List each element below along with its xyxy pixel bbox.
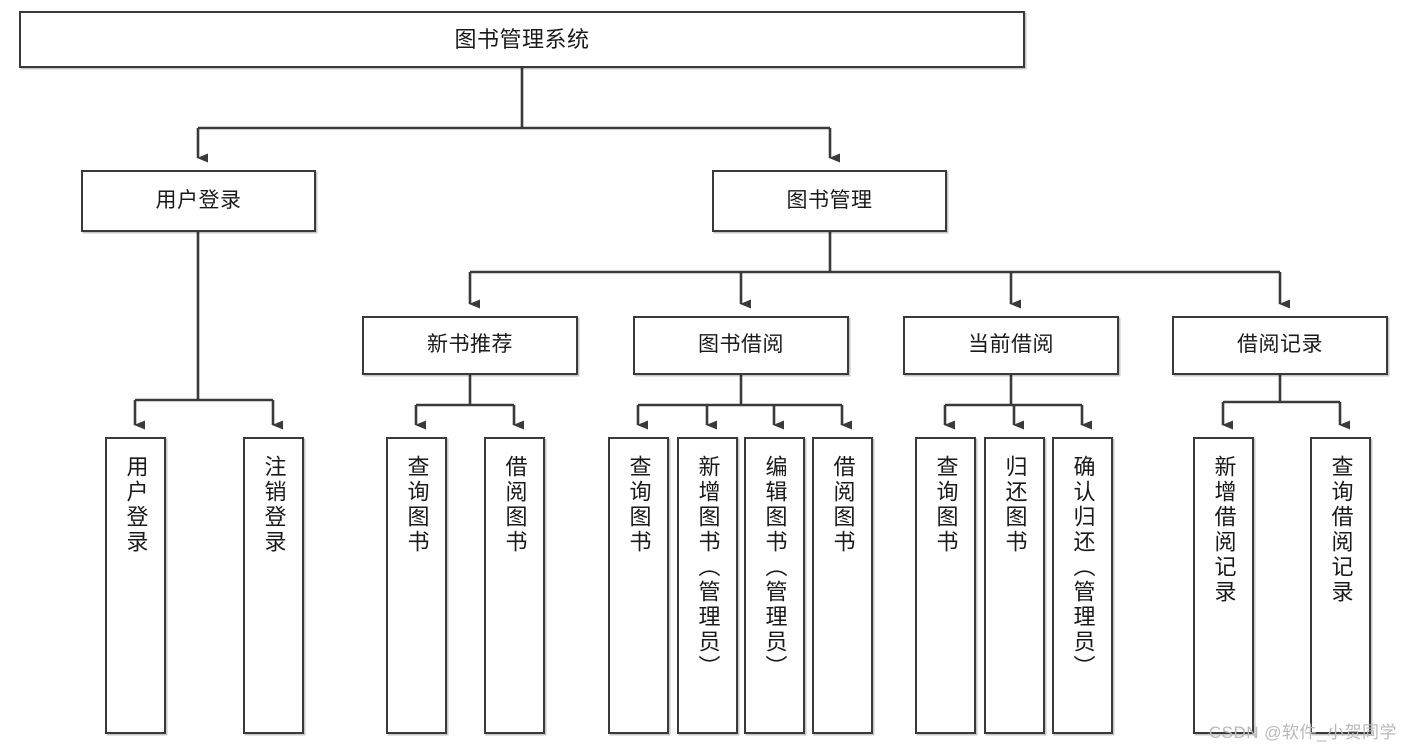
node-leaf-query-book-3-label: 查询图书	[933, 455, 959, 555]
node-leaf-logout[interactable]: 注销登录	[243, 437, 304, 734]
node-current-borrow-label: 当前借阅	[968, 333, 1054, 357]
node-new-book-rec[interactable]: 新书推荐	[362, 316, 578, 375]
node-leaf-add-book-label: 新增图书（管理员）	[695, 455, 721, 680]
node-user-login[interactable]: 用户登录	[81, 170, 316, 232]
node-book-manage[interactable]: 图书管理	[712, 170, 947, 232]
node-leaf-query-book-1[interactable]: 查询图书	[386, 437, 447, 734]
node-leaf-query-book-2[interactable]: 查询图书	[608, 437, 669, 734]
node-leaf-user-login[interactable]: 用户登录	[105, 437, 166, 734]
node-leaf-borrow-book-2[interactable]: 借阅图书	[812, 437, 873, 734]
node-leaf-logout-label: 注销登录	[261, 455, 287, 555]
node-leaf-borrow-book-1[interactable]: 借阅图书	[484, 437, 545, 734]
node-leaf-edit-book[interactable]: 编辑图书（管理员）	[744, 437, 805, 734]
node-leaf-edit-book-label: 编辑图书（管理员）	[762, 455, 788, 680]
node-leaf-borrow-book-1-label: 借阅图书	[502, 455, 528, 555]
node-leaf-query-book-1-label: 查询图书	[404, 455, 430, 555]
node-book-borrow-label: 图书借阅	[698, 333, 784, 357]
node-borrow-record[interactable]: 借阅记录	[1172, 316, 1388, 375]
node-root[interactable]: 图书管理系统	[19, 11, 1025, 68]
node-leaf-query-record-label: 查询借阅记录	[1328, 455, 1354, 605]
node-leaf-add-record-label: 新增借阅记录	[1211, 455, 1237, 605]
node-book-manage-label: 图书管理	[786, 188, 873, 212]
node-new-book-rec-label: 新书推荐	[427, 333, 513, 357]
node-leaf-user-login-label: 用户登录	[123, 455, 149, 555]
node-current-borrow[interactable]: 当前借阅	[903, 316, 1119, 375]
node-leaf-return-book-label: 归还图书	[1002, 455, 1028, 555]
node-leaf-confirm-return[interactable]: 确认归还（管理员）	[1052, 437, 1113, 734]
node-leaf-return-book[interactable]: 归还图书	[984, 437, 1045, 734]
node-borrow-record-label: 借阅记录	[1237, 333, 1323, 357]
node-book-borrow[interactable]: 图书借阅	[633, 316, 849, 375]
node-user-login-label: 用户登录	[155, 188, 242, 212]
node-leaf-borrow-book-2-label: 借阅图书	[830, 455, 856, 555]
node-leaf-query-book-2-label: 查询图书	[626, 455, 652, 555]
node-leaf-add-book[interactable]: 新增图书（管理员）	[677, 437, 738, 734]
node-root-label: 图书管理系统	[454, 26, 590, 52]
node-leaf-add-record[interactable]: 新增借阅记录	[1193, 437, 1254, 734]
node-leaf-query-record[interactable]: 查询借阅记录	[1310, 437, 1371, 734]
node-leaf-confirm-return-label: 确认归还（管理员）	[1070, 455, 1096, 680]
csdn-watermark: CSDN @软件_小贺同学	[1208, 723, 1397, 742]
node-leaf-query-book-3[interactable]: 查询图书	[915, 437, 976, 734]
